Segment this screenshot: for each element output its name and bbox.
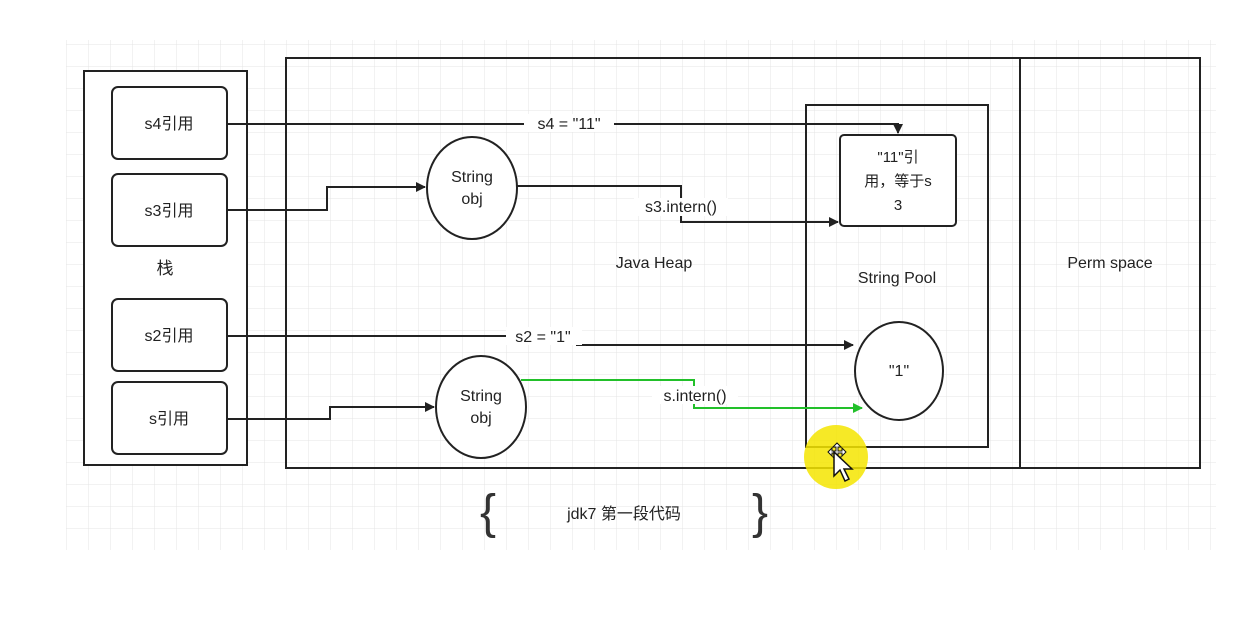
- string-pool-label: String Pool: [858, 270, 936, 287]
- heap-label: Java Heap: [616, 255, 693, 272]
- perm-label: Perm space: [1067, 255, 1152, 272]
- heap-string-obj-top: String obj: [426, 136, 518, 240]
- heap-string-obj-bottom: String obj: [435, 355, 527, 459]
- heap-string-obj-top-line-2: obj: [461, 191, 482, 208]
- stack-item-s2-label: s2引用: [145, 327, 194, 345]
- pool-ref-line-3: 3: [894, 197, 902, 214]
- heap-string-obj-top-line-1: String: [451, 169, 493, 186]
- arrow-s3-intern-label: s3.intern(): [645, 199, 717, 216]
- arrow-s-intern-label: s.intern(): [663, 388, 726, 405]
- stack-item-s4-label: s4引用: [145, 115, 194, 133]
- caption: { jdk7 第一段代码 }: [480, 486, 768, 539]
- stack-item-s3: s3引用: [111, 173, 228, 247]
- stack-item-s3-label: s3引用: [145, 202, 194, 220]
- pool-literal-one-text: "1": [889, 363, 909, 380]
- stack-item-s4: s4引用: [111, 86, 228, 160]
- arrow-pointer-icon: [833, 450, 854, 483]
- heap-string-obj-bottom-line-1: String: [460, 388, 502, 405]
- stack-label: 栈: [157, 259, 174, 278]
- pool-ref-line-1: "11"引: [877, 149, 918, 166]
- pool-ref-box: "11"引 用，等于s 3: [839, 134, 957, 227]
- stack-item-s2: s2引用: [111, 298, 228, 372]
- arrow-s3-intern: s3.intern(): [517, 185, 839, 227]
- caption-close-brace: }: [752, 486, 768, 539]
- arrow-s-intern: s.intern(): [521, 379, 863, 413]
- pool-ref-line-2: 用，等于s: [864, 172, 932, 190]
- caption-text: jdk7 第一段代码: [566, 505, 681, 523]
- arrow-s2-label: s2 = "1": [515, 329, 570, 346]
- arrow-s3-to-obj: [228, 182, 426, 211]
- arrow-s4-assign: s4 = "11": [228, 114, 903, 134]
- heap-frame: [285, 57, 1201, 469]
- mouse-cursor: [804, 425, 868, 489]
- stack-item-s-label: s引用: [149, 410, 189, 428]
- pool-literal-one: "1": [854, 321, 944, 421]
- arrow-s-to-obj: [228, 402, 435, 420]
- arrow-s2-assign: s2 = "1": [228, 327, 854, 350]
- stack-item-s: s引用: [111, 381, 228, 455]
- heap-string-obj-bottom-line-2: obj: [470, 410, 491, 427]
- string-pool: String Pool: [805, 104, 989, 448]
- arrow-s4-label: s4 = "11": [537, 116, 600, 133]
- caption-open-brace: {: [480, 486, 496, 539]
